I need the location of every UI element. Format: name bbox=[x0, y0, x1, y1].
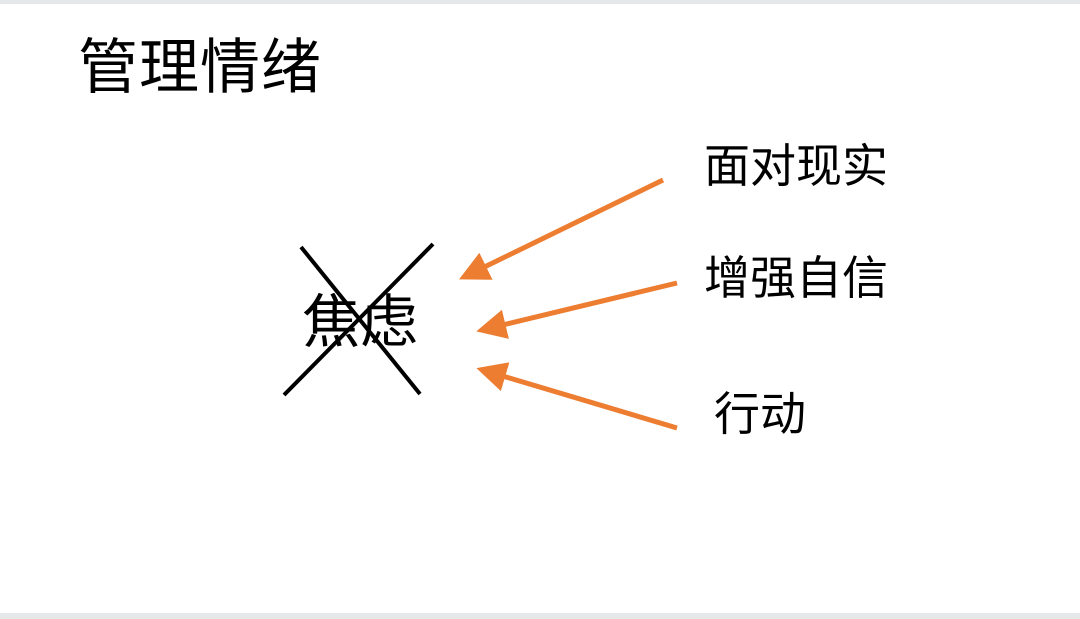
label-action: 行动 bbox=[714, 387, 806, 441]
diagram-overlay bbox=[282, 177, 678, 431]
arrow-icon bbox=[476, 280, 678, 339]
slide: 管理情绪 焦虑 面对现实 增强自信 行动 bbox=[0, 4, 1080, 613]
arrow-icon bbox=[476, 362, 678, 431]
cross-out-icon bbox=[282, 242, 435, 397]
arrow-icon bbox=[459, 177, 665, 280]
label-build-confidence: 增强自信 bbox=[704, 251, 888, 305]
slide-title: 管理情绪 bbox=[78, 33, 322, 103]
label-face-reality: 面对现实 bbox=[704, 139, 888, 193]
